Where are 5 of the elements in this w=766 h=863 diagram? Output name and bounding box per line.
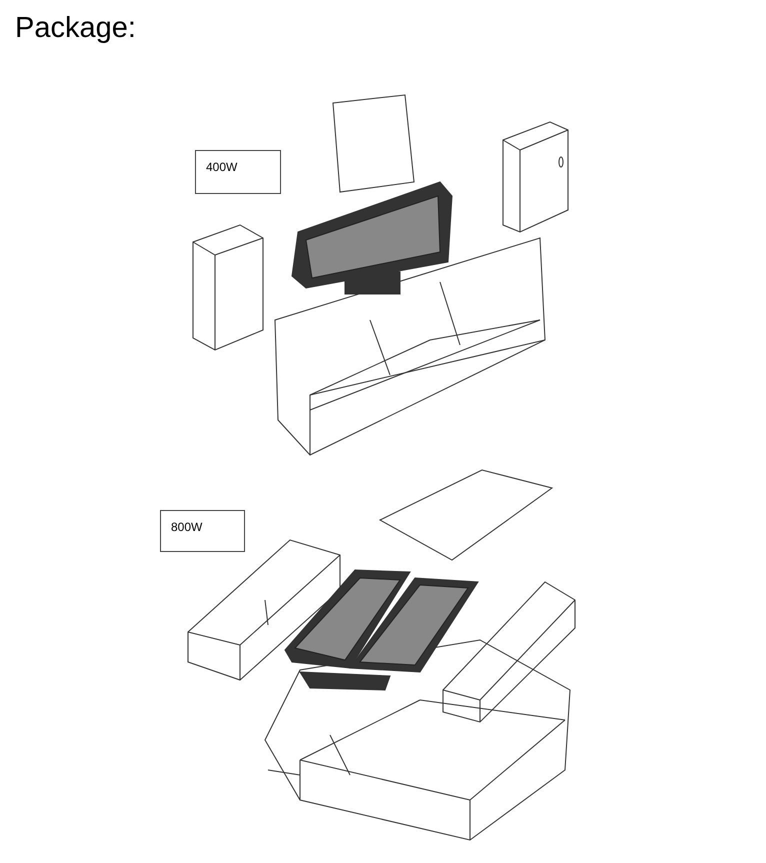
wattage-label: 400W [206, 160, 238, 174]
wattage-label: 800W [171, 520, 202, 534]
label-box [195, 150, 281, 194]
page-title: Package: [15, 12, 136, 45]
label-box [160, 510, 245, 552]
